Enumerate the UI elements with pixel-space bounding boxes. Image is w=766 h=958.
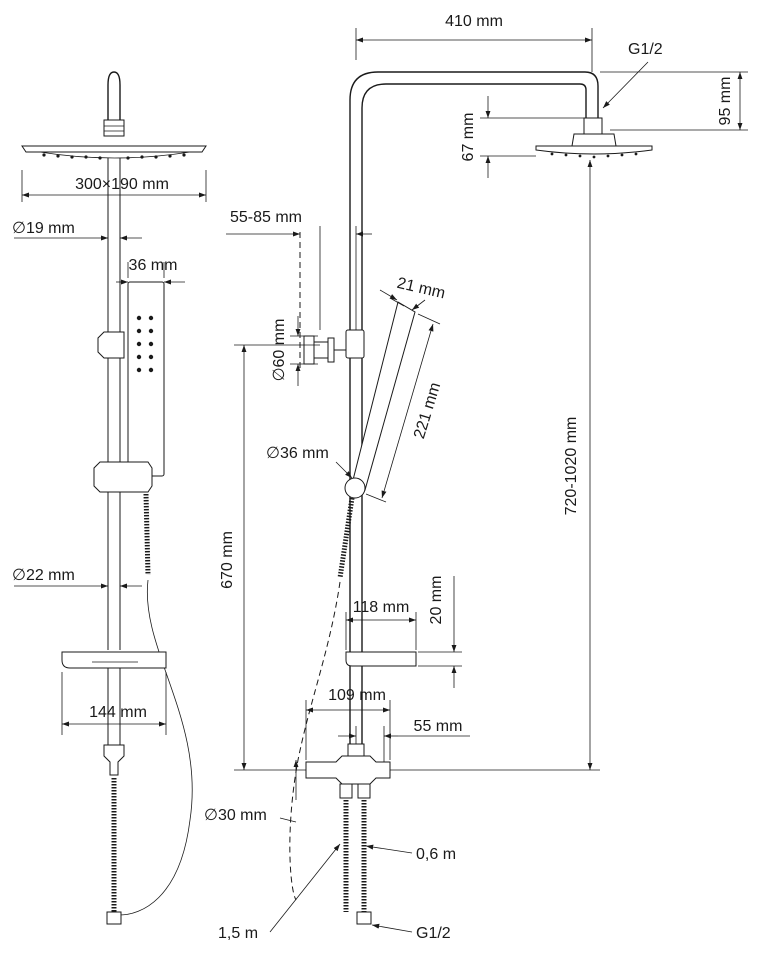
front-pipe-diam-label: ∅19 mm (12, 220, 75, 237)
holder-ball (344, 477, 366, 499)
short-hose-label: 0,6 m (416, 846, 456, 863)
front-bar-diam-label: ∅22 mm (12, 567, 75, 584)
hand-shower-nozzles (136, 315, 154, 373)
shelf-depth-label: 118 mm (353, 599, 410, 616)
side-view (226, 28, 748, 933)
holder-diam-label: ∅36 mm (266, 445, 329, 462)
long-hose-label: 1,5 m (218, 925, 258, 942)
front-shelf-width-label: 144 mm (89, 704, 147, 721)
front-hand-shower (127, 281, 165, 477)
adjustable-height-label: 720-1020 mm (563, 417, 580, 516)
front-rain-head (21, 145, 207, 153)
bracket-diam-label: ∅60 mm (271, 319, 288, 382)
outlet-diam-label: ∅30 mm (204, 807, 267, 824)
front-view (14, 71, 207, 925)
head-height-label: 67 mm (460, 113, 477, 162)
mixer-offset-label: 55 mm (414, 718, 463, 735)
mixer-height-label: 670 mm (219, 531, 236, 589)
mixer-depth-label: 109 mm (328, 687, 386, 704)
shelf-height-label: 20 mm (428, 576, 445, 625)
handshower-width-label: 21 mm (395, 275, 446, 303)
front-shelf (61, 651, 167, 669)
handshower-length-label: 221 mm (411, 381, 444, 441)
connector-label: G1/2 (628, 41, 663, 58)
head-drop-label: 95 mm (717, 77, 734, 126)
inlet-thread-label: G1/2 (416, 925, 451, 942)
arm-reach-label: 410 mm (445, 13, 503, 30)
front-head-size-label: 300×190 mm (75, 176, 169, 193)
wall-distance-label: 55-85 mm (230, 209, 302, 226)
mixer (305, 755, 391, 785)
front-handshower-width-label: 36 mm (129, 257, 178, 274)
